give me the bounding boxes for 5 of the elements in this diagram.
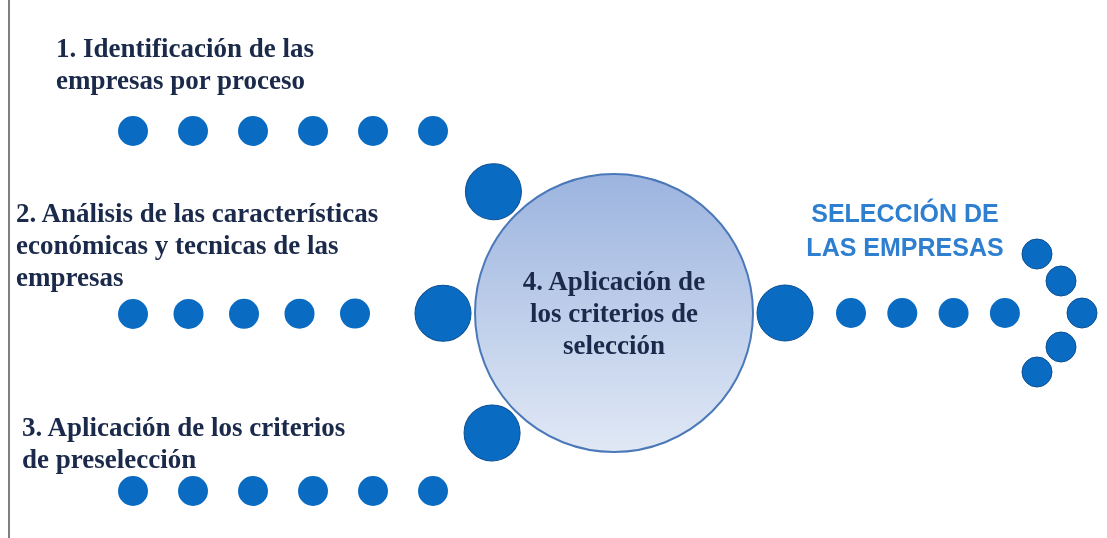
result-heading: SELECCIÓN DE LAS EMPRESAS [805, 197, 1005, 263]
step-text: 1. Identificación de las empresas por proceso [56, 32, 315, 96]
step-text: 2. Análisis de las características económicas y tecnicas de las empresas [16, 197, 380, 293]
step-text: 4. Aplicación de los criterios de selección [521, 265, 707, 361]
step-text: 3. Aplicación de los criterios de preselección [22, 411, 347, 475]
